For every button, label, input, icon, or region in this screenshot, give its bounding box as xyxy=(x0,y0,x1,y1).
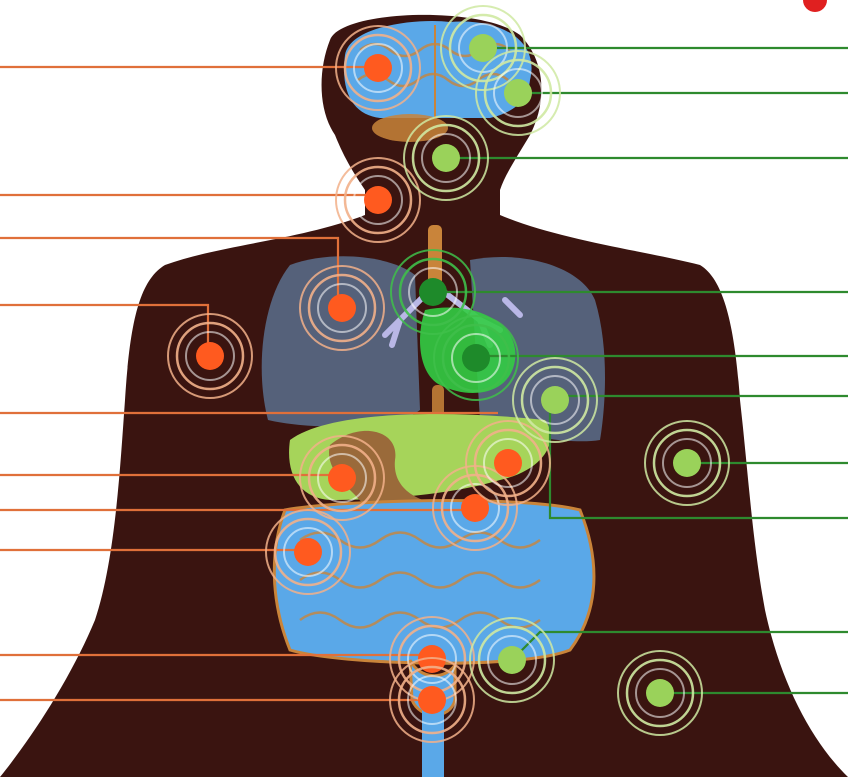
marker-dot xyxy=(469,34,497,62)
marker-dot xyxy=(196,342,224,370)
marker-dot xyxy=(294,538,322,566)
marker-dot xyxy=(504,79,532,107)
marker-dot xyxy=(462,344,490,372)
marker-dot xyxy=(673,449,701,477)
marker-dot xyxy=(646,679,674,707)
marker-dot xyxy=(328,464,356,492)
marker-dot xyxy=(541,386,569,414)
marker-dot xyxy=(418,686,446,714)
corner-dot xyxy=(803,0,827,12)
marker-dot xyxy=(432,144,460,172)
marker-dot xyxy=(498,646,526,674)
marker-dot xyxy=(364,186,392,214)
marker-dot xyxy=(328,294,356,322)
trachea xyxy=(428,225,442,285)
marker-dot xyxy=(419,278,447,306)
marker-dot xyxy=(364,54,392,82)
marker-dot xyxy=(494,449,522,477)
